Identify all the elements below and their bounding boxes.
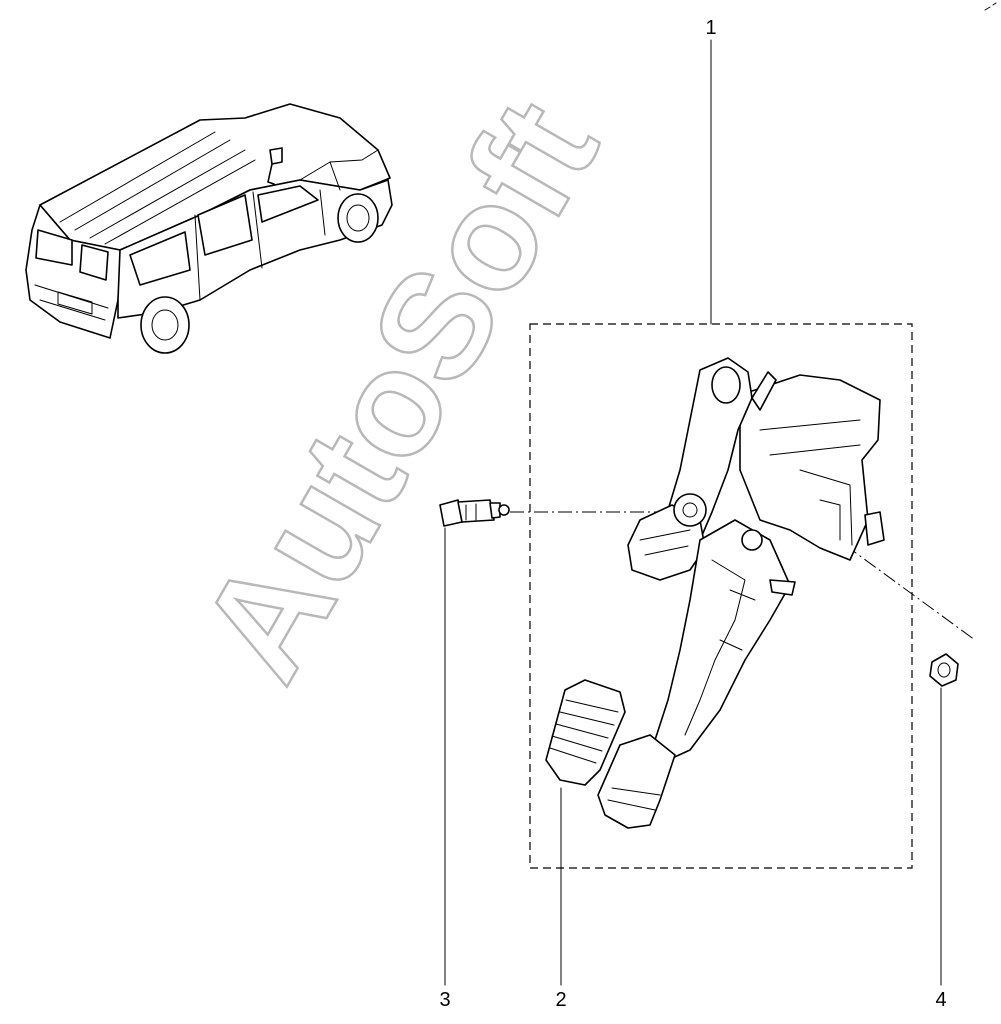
vehicle-illustration [25,103,393,354]
assembly-boundary [529,323,913,869]
callout-4: 4 [935,989,946,1011]
callout-3: 3 [439,989,450,1011]
callout-1: 1 [705,17,716,39]
bolt-axis-line [844,544,976,641]
stop-light-switch [439,499,510,527]
callout-2: 2 [555,989,566,1011]
pedal-assembly [545,357,885,829]
corner-mark [984,2,997,11]
nut-part [929,653,959,687]
